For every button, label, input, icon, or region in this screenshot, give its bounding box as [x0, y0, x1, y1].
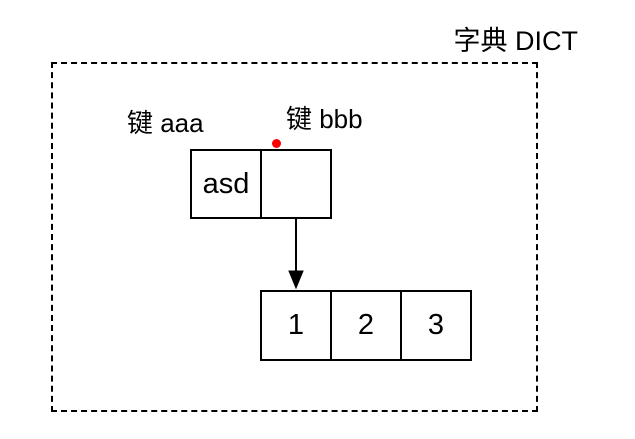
list-cell-2: 2 — [332, 292, 402, 359]
dict-boundary-rect — [51, 62, 538, 412]
key-bbb-label: 键 bbb — [286, 104, 363, 134]
list-cell-3: 3 — [402, 292, 470, 359]
entry-key-cell: asd — [192, 151, 262, 217]
list-cell-1: 1 — [262, 292, 332, 359]
dict-title: 字典 DICT — [453, 26, 579, 56]
entry-value-cell — [262, 151, 330, 217]
dict-entry-box: asd — [190, 149, 332, 219]
value-list-box: 1 2 3 — [260, 290, 472, 361]
red-dot-icon — [272, 139, 281, 148]
key-aaa-label: 键 aaa — [127, 108, 204, 138]
